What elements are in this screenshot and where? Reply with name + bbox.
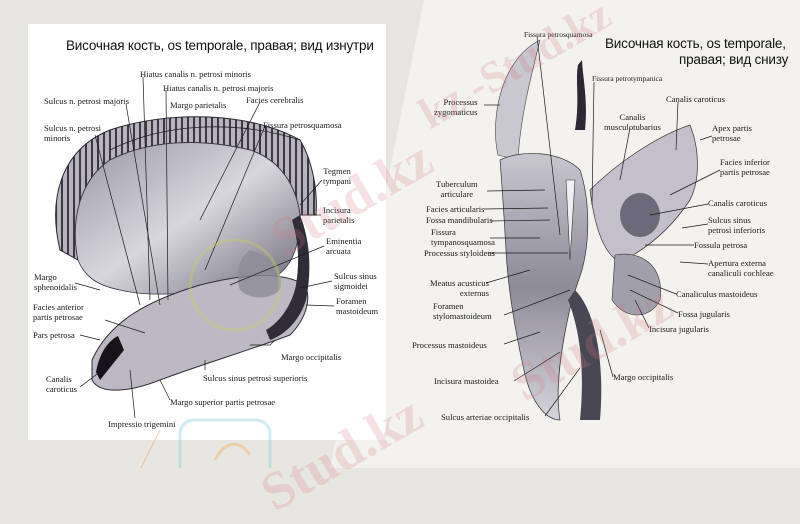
label-apex-partis-petrosae: Apex partis petrosae [712, 123, 752, 143]
right-figure-title-line1: Височная кость, os temporale, [605, 36, 786, 51]
label-canalis-caroticus-left: Canalis caroticus [46, 374, 78, 394]
label-hiatus-canalis-petrosi-minoris: Hiatus canalis n. petrosi minoris [140, 69, 251, 79]
label-fissura-petrotympanica: Fissura petrotympanica [592, 74, 663, 83]
label-foramen-mastoideum: Foramen mastoideum [336, 296, 379, 316]
label-sulcus-petrosi-minoris: Sulcus n. petrosi minoris [44, 123, 102, 143]
label-hiatus-canalis-petrosi-majoris: Hiatus canalis n. petrosi majoris [163, 83, 274, 93]
label-canalis-caroticus-top: Canalis caroticus [666, 94, 725, 104]
label-foramen-stylomastoideum: Foramen stylomastoideum [433, 301, 492, 321]
label-facies-inferior-partis-petrosae: Facies inferior partis petrosae [720, 157, 770, 177]
label-sulcus-sinus-petrosi-superioris: Sulcus sinus petrosi superioris [203, 373, 308, 383]
label-canaliculus-mastoideus: Canaliculus mastoideus [676, 289, 758, 299]
label-facies-cerebralis: Facies cerebralis [246, 95, 304, 105]
label-facies-anterior-partis-petrosae: Facies anterior partis petrosae [33, 302, 84, 322]
label-impressio-trigemini: Impressio trigemini [108, 419, 176, 429]
label-facies-articularis: Facies articularis [426, 204, 485, 214]
label-apertura-externa-canaliculi-cochleae: Apertura externa canaliculi cochleae [708, 258, 774, 278]
temporal-bone-internal-view-illustration [55, 35, 721, 421]
label-incisura-parietalis: Incisura parietalis [323, 205, 355, 225]
label-fissura-tympanosquamosa: Fissura tympanosquamosa [431, 227, 495, 247]
label-sulcus-arteriae-occipitalis: Sulcus arteriae occipitalis [441, 412, 530, 422]
label-fissura-petrosquamosa: Fissura petrosquamosa [263, 120, 342, 130]
label-margo-sphenoidalis: Margo sphenoidalis [34, 272, 77, 292]
label-tuberculum-articulare: Tuberculum articulare [436, 179, 478, 199]
label-fossa-jugularis: Fossa jugularis [678, 309, 730, 319]
label-canalis-musculotubarius: Canalis musculotubarius [604, 112, 661, 132]
label-fossula-petrosa: Fossula petrosa [694, 240, 748, 250]
label-incisura-jugularis: Incisura jugularis [649, 324, 709, 334]
label-eminentia-arcuata: Eminentia arcuata [326, 236, 362, 256]
label-margo-occipitalis-right: Margo occipitalis [613, 372, 674, 382]
label-tegmen-tympani: Tegmen tympani [323, 166, 352, 186]
label-incisura-mastoidea: Incisura mastoidea [434, 376, 499, 386]
label-margo-superior-partis-petrosae: Margo superior partis petrosae [170, 397, 276, 407]
label-sulcus-sinus-petrosi-inferioris: Sulcus sinus petrosi inferioris [708, 215, 766, 235]
label-fissura-petrosquamosa-right: Fissura petrosquamosa [524, 30, 593, 39]
left-figure-title: Височная кость, os temporale, правая; ви… [66, 38, 374, 53]
label-sulcus-petrosi-majoris: Sulcus n. petrosi majoris [44, 96, 129, 106]
right-figure-title-line2: правая; вид снизу [679, 52, 789, 67]
label-canalis-caroticus-mid: Canalis caroticus [708, 198, 767, 208]
label-fossa-mandibularis: Fossa mandibularis [426, 215, 493, 225]
label-processus-styloideus: Processus styloideus [424, 248, 495, 258]
label-sulcus-sinus-sigmoidei: Sulcus sinus sigmoidei [334, 271, 377, 291]
label-margo-parietalis: Margo parietalis [170, 100, 227, 110]
label-margo-occipitalis-left: Margo occipitalis [281, 352, 342, 362]
label-meatus-acusticus-externus: Meatus acusticus externus [430, 278, 489, 298]
label-processus-mastoideus: Processus mastoideus [412, 340, 487, 350]
label-processus-zygomaticus: Processus zygomaticus [434, 97, 478, 117]
label-pars-petrosa: Pars petrosa [33, 330, 75, 340]
